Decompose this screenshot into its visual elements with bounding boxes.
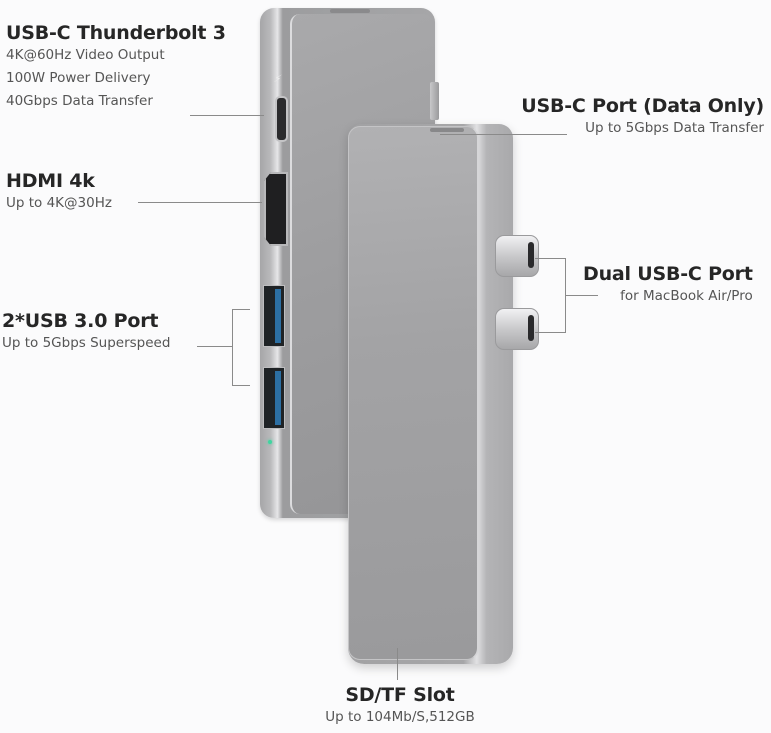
bracket-dual-bottom: [535, 332, 566, 333]
bracket-usb3: [232, 309, 233, 385]
leader-line-usbc-data: [440, 134, 567, 135]
usb3-port-1: [263, 285, 285, 347]
led-indicator-icon: [268, 440, 272, 444]
leader-line-hdmi: [138, 202, 262, 203]
bracket-dual-top: [535, 258, 566, 259]
callout-usb3: 2*USB 3.0 Port Up to 5Gbps Superspeed: [2, 310, 170, 351]
callout-line: Up to 5Gbps Superspeed: [2, 335, 171, 351]
bracket-usb3-top: [232, 309, 250, 310]
callout-title: USB-C Thunderbolt 3: [6, 22, 226, 44]
callout-title: USB-C Port (Data Only): [521, 95, 764, 117]
thunderbolt-port: [275, 96, 288, 142]
usbc-data-port: [430, 128, 464, 132]
callout-usbc-data: USB-C Port (Data Only) Up to 5Gbps Data …: [521, 95, 764, 136]
callout-line: Up to 104Mb/S,512GB: [325, 709, 475, 725]
callout-sd-tf: SD/TF Slot Up to 104Mb/S,512GB: [300, 684, 500, 725]
callout-hdmi: HDMI 4k Up to 4K@30Hz: [6, 170, 112, 211]
back-top-slot: [330, 9, 370, 13]
back-side-connector: [430, 82, 439, 120]
callout-line: 100W Power Delivery: [6, 70, 151, 86]
bracket-usb3-bottom: [232, 385, 250, 386]
leader-line-dual-usbc: [565, 295, 598, 296]
callout-title: 2*USB 3.0 Port: [2, 310, 159, 332]
front-hub-face: [348, 126, 479, 660]
callout-title: Dual USB-C Port: [583, 263, 753, 285]
usbc-plug-2: [495, 308, 539, 350]
leader-line-thunderbolt: [190, 115, 264, 116]
usb3-port-2: [263, 367, 285, 429]
callout-title: SD/TF Slot: [345, 684, 455, 706]
callout-line: 40Gbps Data Transfer: [6, 93, 153, 109]
callout-dual-usbc: Dual USB-C Port for MacBook Air/Pro: [583, 263, 753, 304]
usbc-plug-1: [495, 235, 539, 277]
callout-line: 4K@60Hz Video Output: [6, 47, 165, 63]
callout-line: for MacBook Air/Pro: [620, 288, 753, 304]
callout-title: HDMI 4k: [6, 170, 95, 192]
leader-line-sd-tf: [397, 648, 398, 680]
callout-line: Up to 4K@30Hz: [6, 195, 112, 211]
leader-line-usb3: [197, 346, 233, 347]
hdmi-port: [264, 172, 288, 246]
callout-thunderbolt: USB-C Thunderbolt 3 4K@60Hz Video Output…: [6, 22, 226, 109]
callout-line: Up to 5Gbps Data Transfer: [585, 120, 764, 136]
